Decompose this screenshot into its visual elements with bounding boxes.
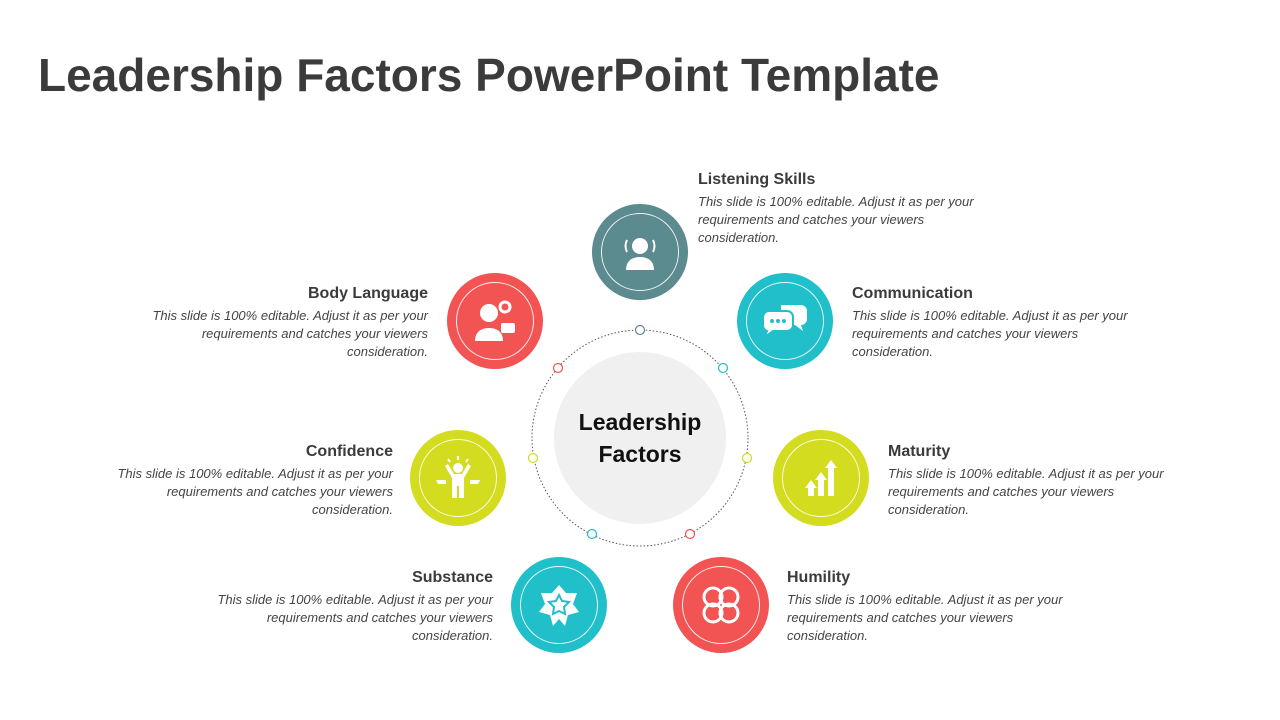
item-desc: This slide is 100% editable. Adjust it a… <box>217 592 493 643</box>
item-desc: This slide is 100% editable. Adjust it a… <box>852 308 1128 359</box>
item-desc: This slide is 100% editable. Adjust it a… <box>152 308 428 359</box>
item-desc: This slide is 100% editable. Adjust it a… <box>888 466 1164 517</box>
center-circle <box>554 352 726 524</box>
ring-dot <box>552 362 564 374</box>
ring-dot <box>684 528 696 540</box>
interlocked-rings-icon <box>673 557 769 653</box>
ring-dot <box>741 452 753 464</box>
item-desc: This slide is 100% editable. Adjust it a… <box>698 194 974 245</box>
ring-dot <box>586 528 598 540</box>
item-title: Confidence <box>305 443 393 460</box>
growth-arrows-icon <box>773 430 869 526</box>
center-line2: Factors <box>598 441 682 467</box>
item-title: Listening Skills <box>698 171 816 188</box>
page-title: Leadership Factors PowerPoint Template <box>38 49 940 101</box>
item-desc: This slide is 100% editable. Adjust it a… <box>117 466 393 517</box>
item-desc: This slide is 100% editable. Adjust it a… <box>787 592 1063 643</box>
listening-person-icon <box>592 204 688 300</box>
item-title: Maturity <box>888 443 951 460</box>
ring-dot <box>527 452 539 464</box>
item-title: Humility <box>787 569 851 586</box>
item-title: Substance <box>412 569 493 586</box>
person-gesture-icon <box>447 273 543 369</box>
ring-dot <box>717 362 729 374</box>
star-icon <box>511 557 607 653</box>
center-line1: Leadership <box>578 409 702 435</box>
confident-person-icon <box>410 430 506 526</box>
item-title: Body Language <box>307 285 428 302</box>
item-title: Communication <box>852 285 973 302</box>
ring-dot <box>634 324 646 336</box>
chat-bubbles-icon <box>737 273 833 369</box>
